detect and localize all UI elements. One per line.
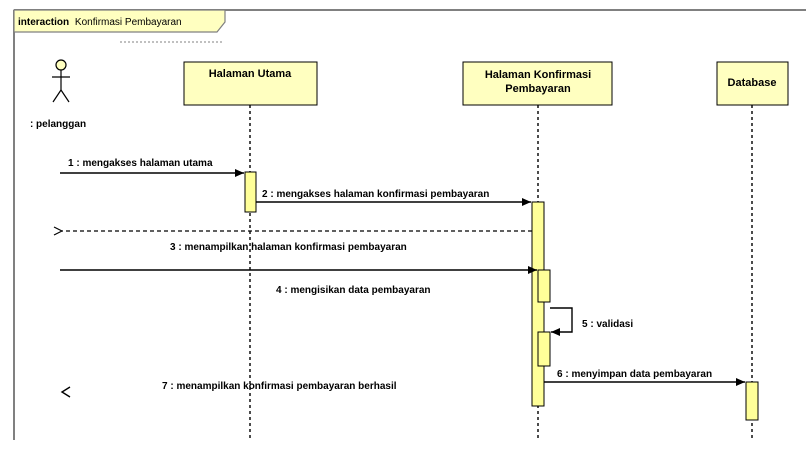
actor-pelanggan: : pelanggan — [30, 59, 86, 130]
message-label: 7 : menampilkan konfirmasi pembayaran be… — [162, 381, 397, 392]
message-label: 6 : menyimpan data pembayaran — [557, 369, 712, 380]
frame-keyword: interaction — [18, 17, 69, 28]
message-label: 2 : mengakses halaman konfirmasi pembaya… — [262, 189, 489, 200]
lifeline-label: Database — [728, 77, 777, 89]
lifeline-database: Database — [716, 61, 789, 440]
lifeline-halaman-konfirmasi: Halaman Konfirmasi Pembayaran — [462, 61, 613, 440]
activation-konfirmasi-validasi — [537, 331, 551, 367]
message-4: 4 : mengisikan data pembayaran — [276, 285, 431, 296]
message-1: 1 : mengakses halaman utama — [60, 158, 244, 177]
message-label: 4 : mengisikan data pembayaran — [276, 285, 431, 296]
activation-konfirmasi-main — [531, 201, 545, 407]
lifeline-label-line2: Pembayaran — [505, 83, 571, 95]
message-label: 3 : menampilkan halaman konfirmasi pemba… — [170, 242, 407, 253]
message-5: 5 : validasi — [550, 307, 633, 336]
lifeline-label: Halaman Konfirmasi — [485, 69, 591, 81]
message-7: 7 : menampilkan konfirmasi pembayaran be… — [60, 381, 397, 398]
message-label: 1 : mengakses halaman utama — [68, 158, 213, 169]
message-3: 3 : menampilkan halaman konfirmasi pemba… — [60, 242, 537, 274]
message-label: 5 : validasi — [582, 319, 633, 330]
actor-label: : pelanggan — [30, 119, 86, 130]
message-6: 6 : menyimpan data pembayaran — [544, 369, 745, 386]
lifeline-halaman-utama: Halaman Utama — [183, 61, 318, 440]
frame-title: interaction Konfirmasi Pembayaran — [18, 17, 182, 28]
activation-database — [745, 381, 759, 421]
actor-icon — [55, 59, 67, 71]
interaction-frame: interaction Konfirmasi Pembayaran — [13, 9, 806, 440]
activation-konfirmasi-input — [537, 269, 551, 303]
open-arrowhead-icon — [60, 386, 71, 398]
message-2: 2 : mengakses halaman konfirmasi pembaya… — [256, 189, 531, 206]
lifeline-label: Halaman Utama — [209, 68, 292, 80]
activation-halaman-utama — [244, 171, 257, 213]
frame-name: Konfirmasi Pembayaran — [75, 17, 182, 28]
